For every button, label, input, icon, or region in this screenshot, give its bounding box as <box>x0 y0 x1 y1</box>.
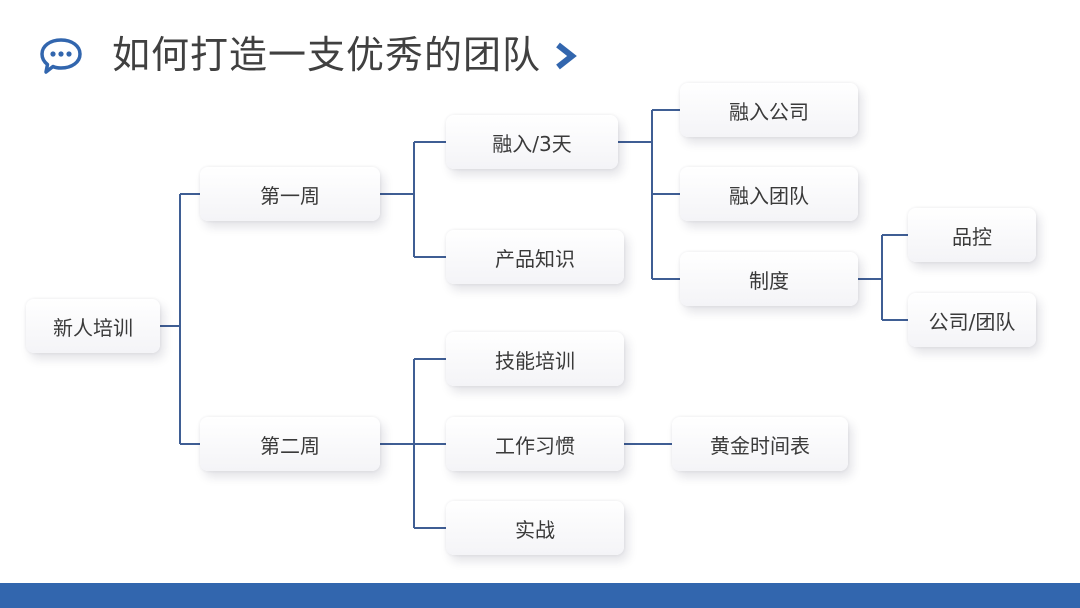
node-integrate-3-days: 融入/3天 <box>446 115 618 169</box>
page-title: 如何打造一支优秀的团队 <box>112 33 542 77</box>
node-week-2: 第二周 <box>200 417 380 471</box>
node-skill-training: 技能培训 <box>446 332 624 386</box>
chevron-right-icon <box>556 42 577 70</box>
node-company-team: 公司/团队 <box>908 293 1036 347</box>
node-practice: 实战 <box>446 501 624 555</box>
node-week-1: 第一周 <box>200 167 380 221</box>
node-golden-schedule: 黄金时间表 <box>672 417 848 471</box>
node-quality-control: 品控 <box>908 208 1036 262</box>
chat-bubble-icon <box>40 38 82 74</box>
node-integrate-team: 融入团队 <box>680 167 858 221</box>
node-work-habits: 工作习惯 <box>446 417 624 471</box>
node-new-hire-training: 新人培训 <box>26 299 160 353</box>
bottom-accent-bar <box>0 583 1080 608</box>
node-integrate-company: 融入公司 <box>680 83 858 137</box>
node-system: 制度 <box>680 252 858 306</box>
node-product-knowledge: 产品知识 <box>446 230 624 284</box>
